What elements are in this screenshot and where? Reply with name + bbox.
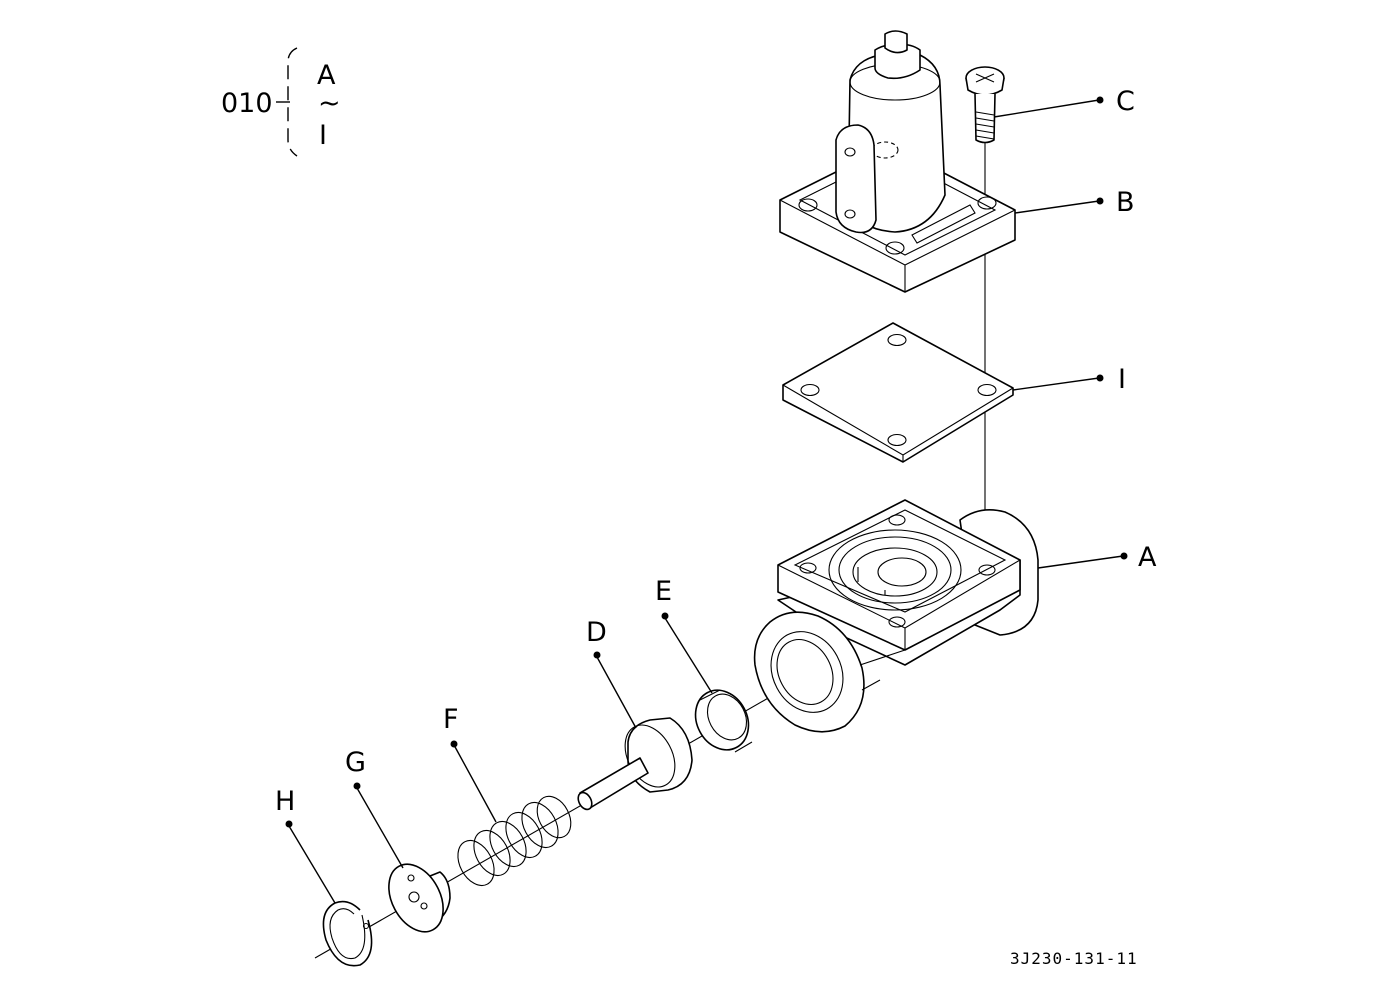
callout-dot-c: [1096, 96, 1104, 104]
part-h-snap-ring: [322, 900, 373, 967]
part-c-screw: [965, 66, 1005, 144]
callout-label-c: C: [1116, 86, 1135, 117]
reference-group: 010 A ~ I: [221, 47, 341, 157]
drawing-code: 3J230-131-11: [1010, 949, 1138, 968]
reference-bracket: [287, 47, 298, 157]
callout-label-f: F: [443, 704, 459, 735]
callout-label-i: I: [1118, 364, 1126, 395]
part-b-cover: [779, 30, 1016, 293]
leader-e: [664, 617, 713, 694]
callout-dot-h: [285, 820, 293, 828]
leader-h: [288, 825, 336, 904]
part-i-gasket: [782, 322, 1014, 463]
callout-d: D: [586, 617, 637, 729]
callout-dot-b: [1096, 197, 1104, 205]
leader-f: [453, 744, 497, 823]
callout-dot-d: [593, 651, 601, 659]
callout-label-e: E: [655, 576, 672, 607]
reference-number: 010: [221, 88, 273, 119]
callout-f: F: [443, 704, 497, 823]
callout-label-a: A: [1138, 542, 1157, 573]
leader-c: [993, 99, 1100, 118]
callout-g: G: [345, 747, 404, 869]
reference-range-start: A: [317, 60, 336, 91]
callout-label-h: H: [275, 786, 295, 817]
part-e-seal-ring: [694, 689, 753, 753]
part-g-spring-seat: [388, 863, 451, 933]
part-a-valve-body: [753, 499, 1039, 733]
reference-range-end: I: [319, 120, 327, 151]
callout-c: C: [993, 86, 1135, 118]
leader-b: [1014, 200, 1100, 214]
callout-b: B: [1014, 187, 1135, 218]
callout-dot-g: [353, 782, 361, 790]
callout-dot-e: [661, 612, 669, 620]
callout-label-g: G: [345, 747, 366, 778]
callout-a: A: [1037, 542, 1157, 573]
leader-g: [356, 787, 404, 869]
leader-d: [596, 656, 637, 729]
part-d-valve-stem: [577, 717, 693, 811]
callout-h: H: [275, 786, 336, 904]
part-f-spring: [457, 795, 572, 887]
callout-e: E: [655, 576, 713, 694]
callout-label-b: B: [1116, 187, 1135, 218]
callout-dot-i: [1096, 374, 1104, 382]
leader-i: [1012, 377, 1100, 391]
reference-range-sep: ~: [318, 88, 341, 119]
callout-label-d: D: [586, 617, 607, 648]
leader-a: [1037, 555, 1124, 569]
callout-i: I: [1012, 364, 1126, 395]
callout-dot-a: [1120, 552, 1128, 560]
callout-dot-f: [450, 740, 458, 748]
